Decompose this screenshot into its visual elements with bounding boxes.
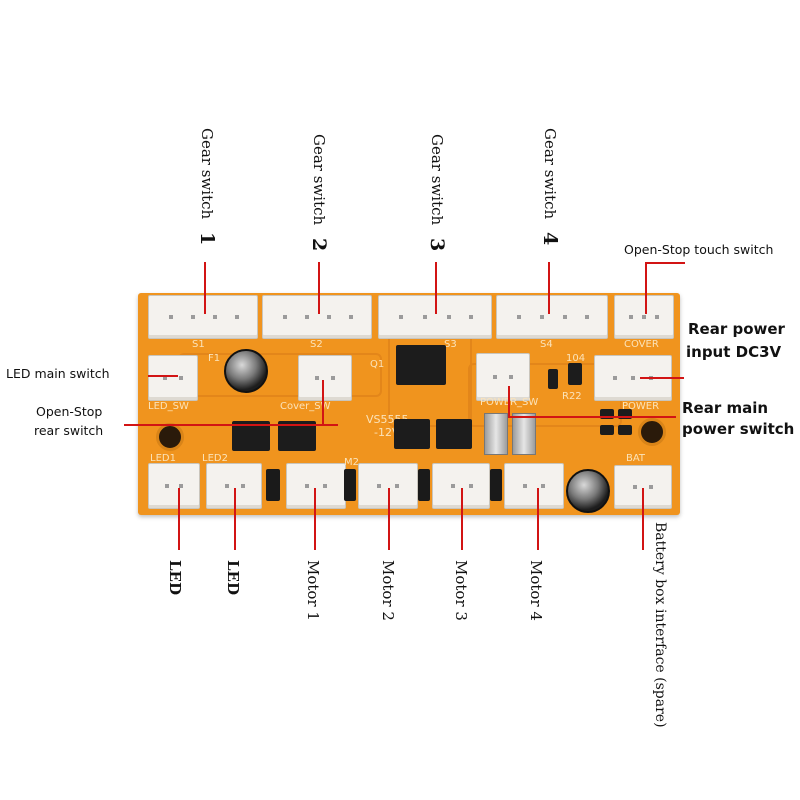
connector-led-sw — [148, 355, 198, 401]
label-gear-switch-1: Gear switch 1 — [196, 128, 218, 246]
callout-line-gear2 — [318, 262, 320, 314]
callout-line-battery — [642, 488, 644, 550]
silk-m2: M2 — [344, 457, 359, 468]
label-rear-power-input-line2: input DC3V — [686, 343, 782, 361]
silk-led2: LED2 — [202, 453, 228, 464]
callout-line-open-stop-touch — [645, 262, 647, 314]
callout-line-gear1 — [204, 262, 206, 314]
callout-line-gear3 — [435, 262, 437, 314]
label-open-stop-rear-line2: rear switch — [34, 423, 104, 438]
smd-component — [568, 363, 582, 385]
circuit-board: S1 S2 S3 S4 COVER LED_SW Cover_SW POWER_… — [138, 293, 680, 515]
label-open-stop-rear-line1: Open-Stop — [36, 404, 103, 419]
silk-bat: BAT — [626, 453, 646, 464]
electrolytic-capacitor — [566, 469, 610, 513]
smd-component — [600, 409, 614, 419]
callout-line-motor2 — [388, 488, 390, 550]
label-open-stop-touch-switch: Open-Stop touch switch — [624, 242, 774, 257]
callout-line-rear-power-input — [640, 377, 684, 379]
connector-s2 — [262, 295, 372, 339]
connector-led1 — [148, 463, 200, 509]
electrolytic-capacitor — [224, 349, 268, 393]
label-gear-switch-3: Gear switch 3 — [426, 134, 448, 252]
metal-switch — [484, 413, 508, 455]
label-led-2: LED — [224, 560, 242, 595]
resistor — [490, 469, 502, 501]
silk-q1: Q1 — [370, 359, 385, 370]
silk-s2: S2 — [310, 339, 323, 350]
label-led-main-switch: LED main switch — [6, 366, 110, 381]
label-gear-switch-4: Gear switch 4 — [539, 128, 561, 246]
connector-cover — [614, 295, 674, 339]
callout-line-open-stop-rear — [322, 380, 324, 426]
label-battery-box-interface: Battery box interface (spare) — [652, 522, 668, 728]
label-rear-main-power-line1: Rear main — [682, 399, 769, 417]
smd-component — [548, 369, 558, 389]
connector-s4 — [496, 295, 608, 339]
main-ic-chip — [396, 345, 446, 385]
label-motor-4: Motor 4 — [527, 560, 545, 621]
connector-cover-sw — [298, 355, 352, 401]
label-motor-3: Motor 3 — [452, 560, 470, 621]
label-gear-switch-2: Gear switch 2 — [308, 134, 330, 252]
label-motor-1: Motor 1 — [304, 560, 322, 621]
silk-cover-sw: Cover_SW — [280, 401, 331, 412]
callout-line-motor1 — [314, 488, 316, 550]
connector-s1 — [148, 295, 258, 339]
label-rear-power-input-line1: Rear power — [688, 320, 785, 338]
resistor — [344, 469, 356, 501]
resistor — [266, 469, 280, 501]
mounting-hole — [638, 418, 666, 446]
mosfet-chip — [278, 421, 316, 451]
callout-line-open-stop-rear — [124, 424, 338, 426]
callout-line-rear-main-power — [508, 416, 676, 418]
silk-r22: R22 — [562, 391, 582, 402]
mosfet-chip — [232, 421, 270, 451]
smd-component — [600, 425, 614, 435]
callout-line-gear4 — [548, 262, 550, 314]
metal-switch — [512, 413, 536, 455]
silk-s3: S3 — [444, 339, 457, 350]
callout-line-motor3 — [461, 488, 463, 550]
callout-line-open-stop-touch — [645, 262, 685, 264]
smd-component — [618, 425, 632, 435]
callout-line-led2 — [234, 488, 236, 550]
silk-cover: COVER — [624, 339, 659, 350]
silk-12v: -12V — [374, 426, 400, 439]
mosfet-chip — [436, 419, 472, 449]
silk-104: 104 — [566, 353, 586, 364]
silk-s4: S4 — [540, 339, 553, 350]
silk-power: POWER — [622, 401, 660, 412]
connector-motor4 — [504, 463, 564, 509]
silk-f1: F1 — [208, 353, 221, 364]
connector-power-sw — [476, 353, 530, 401]
callout-line-led1 — [178, 488, 180, 550]
mosfet-chip — [394, 419, 430, 449]
smd-component — [618, 409, 632, 419]
callout-line-motor4 — [537, 488, 539, 550]
silk-s1: S1 — [192, 339, 205, 350]
label-motor-2: Motor 2 — [379, 560, 397, 621]
callout-line-led-main — [148, 375, 178, 377]
callout-line-rear-main-power — [508, 386, 510, 418]
label-rear-main-power-line2: power switch — [682, 420, 795, 438]
silk-led-sw: LED_SW — [148, 401, 189, 412]
mounting-hole — [156, 423, 184, 451]
label-led-1: LED — [166, 560, 184, 595]
resistor — [418, 469, 430, 501]
connector-motor1 — [286, 463, 346, 509]
silk-led1: LED1 — [150, 453, 176, 464]
